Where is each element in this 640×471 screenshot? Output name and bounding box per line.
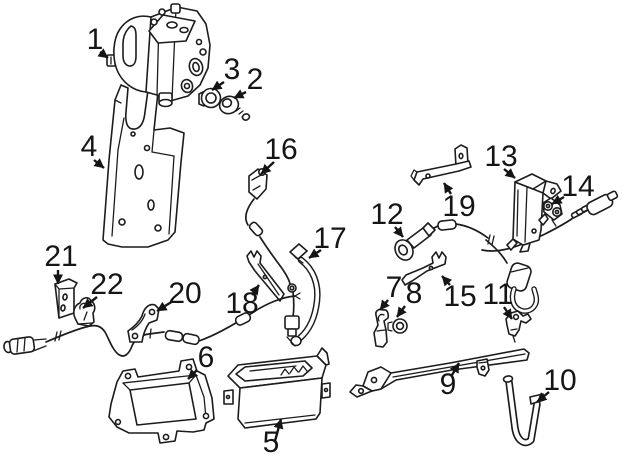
part-label-17: 17 [313,222,346,255]
abs-modulator-drawing [106,3,211,108]
grommet-drawing [198,87,222,109]
leader-arrow-5 [273,418,284,442]
leader-arrow-2 [233,89,247,100]
part-label-8: 8 [406,277,423,310]
leader-arrow-8 [396,305,407,318]
part-label-20: 20 [168,277,201,310]
part-label-13: 13 [484,140,517,173]
part-label-7: 7 [386,271,403,304]
part-label-2: 2 [247,63,264,96]
control-module-drawing [223,347,331,429]
leader-arrow-10 [536,391,550,403]
leader-arrow-3 [211,80,225,91]
mounting-bracket-drawing [102,84,185,248]
leader-arrow-19 [442,182,454,195]
leader-arrow-15 [441,275,453,287]
rear-harness-cable-drawing [3,292,301,357]
part-label-19: 19 [442,190,475,223]
rear-speed-sensor-drawing [394,190,619,314]
leader-arrow-1 [97,48,109,59]
leader-arrow-13 [503,168,516,179]
part-label-4: 4 [81,130,98,163]
part-label-3: 3 [224,53,241,86]
part-label-16: 16 [264,133,297,166]
brake-hose-drawing [286,243,321,347]
leader-arrow-11 [502,306,513,320]
leader-arrow-14 [551,194,565,206]
mounting-plate-drawing [108,358,215,444]
leader-arrow-18 [249,284,260,296]
rubber-holder-drawing [373,308,390,348]
part-label-1: 1 [87,23,104,56]
leader-arrow-12 [393,226,404,238]
front-speed-sensor-drawing [244,168,300,337]
s-bracket-drawing [127,303,160,343]
part-label-18: 18 [225,287,258,320]
leader-arrow-17 [308,248,322,259]
part-label-14: 14 [561,170,594,203]
bracket-15-drawing [401,251,447,286]
grommet-nut-drawing [387,318,408,334]
plug-drawing [218,95,251,121]
leader-arrow-22 [82,296,98,309]
leader-arrow-16 [260,161,275,175]
part-label-6: 6 [198,341,215,374]
part-label-10: 10 [543,364,576,397]
leader-arrow-20 [156,299,174,313]
sensor-stay-bracket-drawing [246,250,285,302]
part-label-15: 15 [443,280,476,313]
part-label-11: 11 [482,278,513,311]
leader-arrow-7 [379,299,390,311]
bracket-21-drawing [54,278,78,319]
part-label-5: 5 [263,426,280,459]
leader-arrow-4 [93,158,105,169]
part-label-9: 9 [440,368,457,401]
part-label-22: 22 [90,268,123,301]
part-label-12: 12 [370,198,403,231]
bracket-19-drawing [410,144,472,186]
leader-arrow-9 [449,362,461,376]
part-label-21: 21 [44,240,77,273]
leader-arrow-6 [187,368,199,380]
